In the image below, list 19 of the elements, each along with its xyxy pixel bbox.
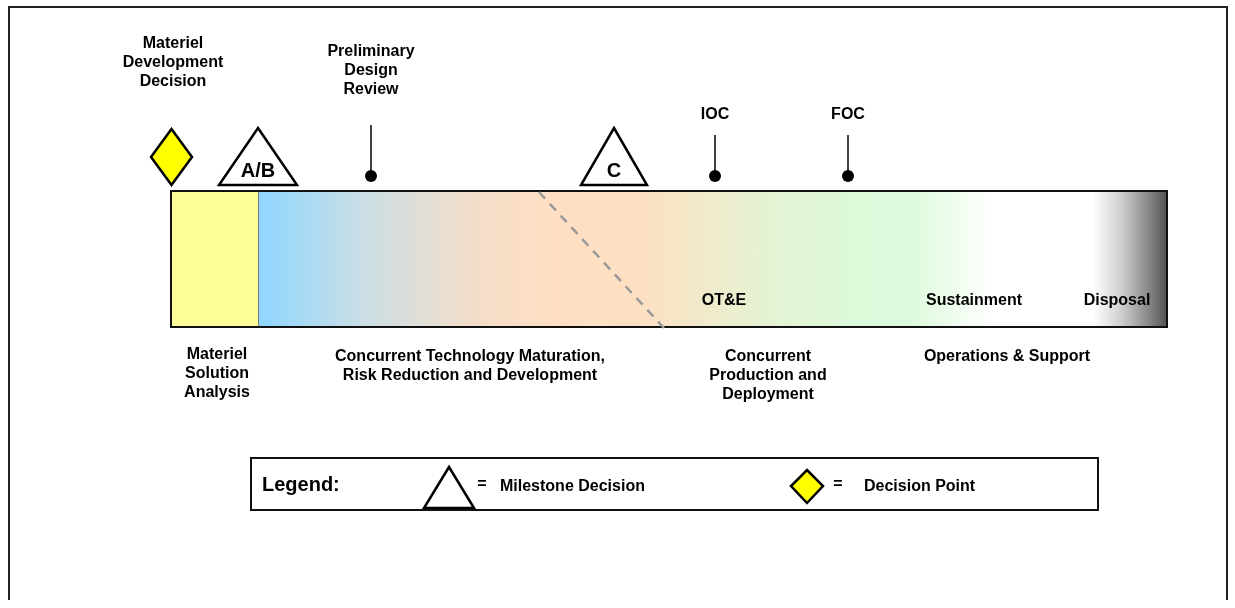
legend-text: Decision Point — [864, 476, 977, 495]
legend-heading: Legend: — [262, 472, 341, 496]
bar-label: Disposal — [1082, 290, 1152, 309]
milestone-label: Preliminary Design Review — [326, 41, 416, 98]
decision-label: Materiel Development Decision — [121, 33, 225, 90]
bar-label: Sustainment — [925, 290, 1023, 309]
phase-label: Concurrent Technology Maturation, Risk Reduction and Development — [334, 346, 606, 384]
phase-label: Operations & Support — [922, 346, 1092, 365]
equals-sign: = — [832, 474, 844, 493]
milestone-label: FOC — [830, 104, 866, 123]
lifecycle-bar — [259, 190, 1168, 328]
phase-label: Concurrent Production and Deployment — [708, 346, 828, 403]
milestone-label: A/B — [239, 159, 277, 181]
equals-sign: = — [476, 474, 488, 493]
phase-label: Materiel Solution Analysis — [183, 344, 251, 401]
milestone-label: IOC — [699, 104, 731, 123]
bar-label: OT&E — [700, 290, 748, 309]
milestone-label: C — [605, 159, 623, 181]
legend-text: Milestone Decision — [500, 476, 646, 495]
